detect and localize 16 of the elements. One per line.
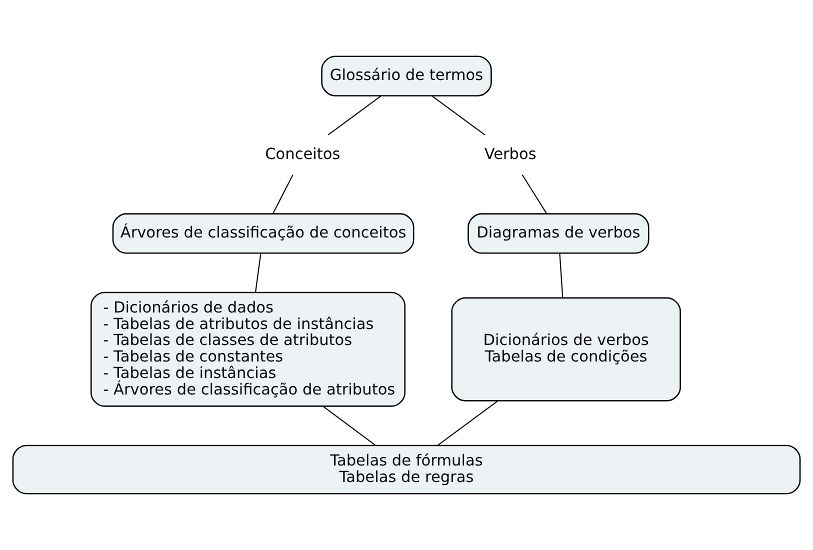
connector xyxy=(437,400,498,446)
node-text: Verbos xyxy=(484,144,536,163)
connector xyxy=(522,174,548,214)
connector xyxy=(255,253,262,292)
node-text: Conceitos xyxy=(265,144,340,163)
node-box: Glossário de termos xyxy=(321,56,492,96)
node-box: Diagramas de verbos xyxy=(468,213,650,254)
node-box: - Dicionários de dados - Tabelas de atributos de instâncias - Tabelas de classes de atributos - Tabelas de constantes - Tabelas de instâncias - Árvores de classificação de atributos xyxy=(90,292,406,407)
connector xyxy=(328,96,382,136)
connector xyxy=(322,406,376,446)
node-box: Árvores de classificação de conceitos xyxy=(112,213,414,254)
connector xyxy=(272,174,294,214)
node-box: Dicionários de verbos Tabelas de condições xyxy=(451,297,681,402)
connector xyxy=(559,253,564,298)
node-box: Tabelas de fórmulas Tabelas de regras xyxy=(12,444,801,494)
connector xyxy=(432,96,486,136)
